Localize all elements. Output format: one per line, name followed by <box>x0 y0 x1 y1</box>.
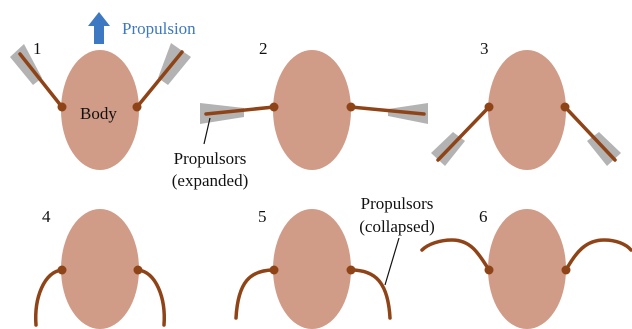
propulsor-limb <box>36 270 62 325</box>
panel-4: 4 <box>36 207 165 329</box>
panel-2: 2 Propulsors (expanded) <box>172 39 428 190</box>
body-shape <box>488 209 566 329</box>
limb-joint <box>562 266 571 275</box>
propulsion-arrow-icon <box>88 12 110 44</box>
limb-joint <box>347 103 356 112</box>
limb-joint <box>270 103 279 112</box>
propulsor-limb <box>566 240 631 270</box>
panel-number: 2 <box>259 39 268 58</box>
panel-1: 1 Body <box>10 39 191 170</box>
propulsion-legend: Propulsion <box>88 12 196 44</box>
panel-3: 3 <box>431 39 621 170</box>
panel-number: 4 <box>42 207 51 226</box>
limb-joint <box>561 103 570 112</box>
propulsors-expanded-label: Propulsors <box>174 149 247 168</box>
body-shape <box>61 209 139 329</box>
propulsors-collapsed-sublabel: (collapsed) <box>359 217 435 236</box>
limb-joint <box>347 266 356 275</box>
propulsor-limb <box>565 107 615 160</box>
propulsor-fin <box>158 43 191 85</box>
limb-joint <box>485 266 494 275</box>
propulsor-limb <box>137 52 182 107</box>
body-shape <box>273 50 351 170</box>
propulsors-collapsed-label: Propulsors <box>361 194 434 213</box>
panel-number: 6 <box>479 207 488 226</box>
propulsor-limb <box>351 270 390 318</box>
limb-joint <box>58 266 67 275</box>
panel-5: 5 Propulsors (collapsed) <box>236 194 435 329</box>
propulsor-limb <box>438 107 489 160</box>
limb-joint <box>133 103 142 112</box>
limb-joint <box>485 103 494 112</box>
propulsor-limb <box>20 54 62 107</box>
panel-6: 6 <box>422 207 631 329</box>
limb-joint <box>270 266 279 275</box>
propulsors-expanded-sublabel: (expanded) <box>172 171 248 190</box>
body-shape <box>488 50 566 170</box>
panel-number: 5 <box>258 207 267 226</box>
panel-number: 3 <box>480 39 489 58</box>
limb-joint <box>134 266 143 275</box>
annotation-leader-line <box>385 238 399 285</box>
body-shape <box>273 209 351 329</box>
panel-number: 1 <box>33 39 42 58</box>
propulsion-label: Propulsion <box>122 19 196 38</box>
limb-joint <box>58 103 67 112</box>
body-label: Body <box>80 104 117 123</box>
propulsor-limb <box>422 240 489 270</box>
propulsor-limb <box>236 270 274 318</box>
propulsor-limb <box>138 270 164 325</box>
